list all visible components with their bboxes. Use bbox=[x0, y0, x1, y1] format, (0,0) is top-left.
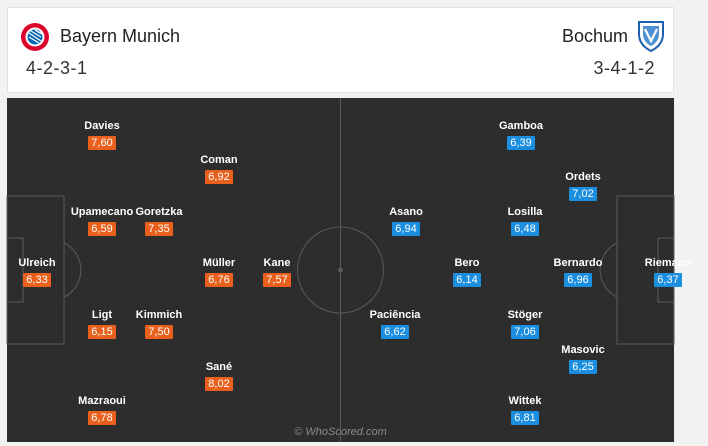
player-name[interactable]: Losilla bbox=[507, 206, 543, 218]
away-player[interactable]: Riemann 6,37 bbox=[628, 256, 708, 288]
player-name[interactable]: Ligt bbox=[91, 309, 113, 321]
home-player[interactable]: Goretzka 7,35 bbox=[119, 205, 199, 237]
player-name[interactable]: Gamboa bbox=[498, 120, 543, 132]
away-player[interactable]: Losilla 6,48 bbox=[485, 205, 565, 237]
home-player[interactable]: Coman 6,92 bbox=[179, 153, 259, 185]
player-rating-badge: 6,62 bbox=[381, 325, 409, 339]
player-name[interactable]: Paciência bbox=[369, 309, 421, 321]
player-name[interactable]: Wittek bbox=[508, 395, 542, 407]
player-rating-badge: 6,37 bbox=[654, 273, 682, 287]
away-player[interactable]: Wittek 6,81 bbox=[485, 394, 565, 426]
player-rating-badge: 6,15 bbox=[88, 325, 116, 339]
player-rating-badge: 7,60 bbox=[88, 136, 116, 150]
player-name[interactable]: Kane bbox=[263, 257, 291, 269]
away-player[interactable]: Masovic 6,25 bbox=[543, 343, 623, 375]
player-rating-badge: 7,06 bbox=[511, 325, 539, 339]
home-player[interactable]: Kane 7,57 bbox=[237, 256, 317, 288]
player-name[interactable]: Müller bbox=[202, 257, 236, 269]
away-player[interactable]: Asano 6,94 bbox=[366, 205, 446, 237]
player-name[interactable]: Riemann bbox=[644, 257, 692, 269]
player-rating-badge: 6,59 bbox=[88, 222, 116, 236]
away-player[interactable]: Bero 6,14 bbox=[427, 256, 507, 288]
player-rating-badge: 8,02 bbox=[205, 377, 233, 391]
player-rating-badge: 7,02 bbox=[569, 187, 597, 201]
home-team-name[interactable]: Bayern Munich bbox=[60, 26, 181, 46]
bochum-crest-icon[interactable] bbox=[637, 20, 665, 53]
player-name[interactable]: Mazraoui bbox=[78, 395, 126, 407]
player-name[interactable]: Ordets bbox=[565, 171, 601, 183]
player-rating-badge: 6,92 bbox=[205, 170, 233, 184]
player-name[interactable]: Upamecano bbox=[70, 206, 134, 218]
watermark: © WhoScored.com bbox=[294, 426, 387, 438]
player-rating-badge: 6,81 bbox=[511, 411, 539, 425]
home-player[interactable]: Kimmich 7,50 bbox=[119, 308, 199, 340]
player-rating-badge: 6,96 bbox=[564, 273, 592, 287]
home-formation: 4-2-3-1 bbox=[26, 58, 88, 78]
away-player[interactable]: Bernardo 6,96 bbox=[538, 256, 618, 288]
player-name[interactable]: Stöger bbox=[507, 309, 543, 321]
away-player[interactable]: Stöger 7,06 bbox=[485, 308, 565, 340]
player-name[interactable]: Sané bbox=[205, 361, 233, 373]
player-name[interactable]: Bero bbox=[454, 257, 480, 269]
pitch-lines bbox=[6, 98, 675, 442]
away-formation: 3-4-1-2 bbox=[593, 58, 655, 78]
player-rating-badge: 6,94 bbox=[392, 222, 420, 236]
player-rating-badge: 7,50 bbox=[145, 325, 173, 339]
player-name[interactable]: Goretzka bbox=[135, 206, 183, 218]
player-name[interactable]: Davies bbox=[84, 120, 120, 132]
player-rating-badge: 6,25 bbox=[569, 360, 597, 374]
player-rating-badge: 7,35 bbox=[145, 222, 173, 236]
away-team-name[interactable]: Bochum bbox=[561, 26, 628, 46]
home-player[interactable]: Ulreich 6,33 bbox=[0, 256, 77, 288]
away-player[interactable]: Paciência 6,62 bbox=[355, 308, 435, 340]
player-rating-badge: 6,76 bbox=[205, 273, 233, 287]
player-rating-badge: 6,39 bbox=[507, 136, 535, 150]
home-player[interactable]: Davies 7,60 bbox=[62, 119, 142, 151]
player-rating-badge: 6,78 bbox=[88, 411, 116, 425]
player-name[interactable]: Bernardo bbox=[553, 257, 603, 269]
player-rating-badge: 7,57 bbox=[263, 273, 291, 287]
player-name[interactable]: Masovic bbox=[561, 344, 605, 356]
player-name[interactable]: Coman bbox=[200, 154, 238, 166]
match-header: Bayern Munich 4-2-3-1 Bochum 3-4-1-2 bbox=[7, 7, 674, 93]
home-player[interactable]: Mazraoui 6,78 bbox=[62, 394, 142, 426]
player-name[interactable]: Kimmich bbox=[135, 309, 183, 321]
home-player[interactable]: Sané 8,02 bbox=[179, 360, 259, 392]
bayern-munich-crest-icon[interactable] bbox=[20, 22, 50, 52]
home-player[interactable]: Müller 6,76 bbox=[179, 256, 259, 288]
player-rating-badge: 6,33 bbox=[23, 273, 51, 287]
player-name[interactable]: Ulreich bbox=[18, 257, 56, 269]
player-name[interactable]: Asano bbox=[389, 206, 423, 218]
player-rating-badge: 6,48 bbox=[511, 222, 539, 236]
away-player[interactable]: Ordets 7,02 bbox=[543, 170, 623, 202]
away-player[interactable]: Gamboa 6,39 bbox=[481, 119, 561, 151]
home-player[interactable]: Upamecano 6,59 bbox=[62, 205, 142, 237]
home-player[interactable]: Ligt 6,15 bbox=[62, 308, 142, 340]
player-rating-badge: 6,14 bbox=[453, 273, 481, 287]
